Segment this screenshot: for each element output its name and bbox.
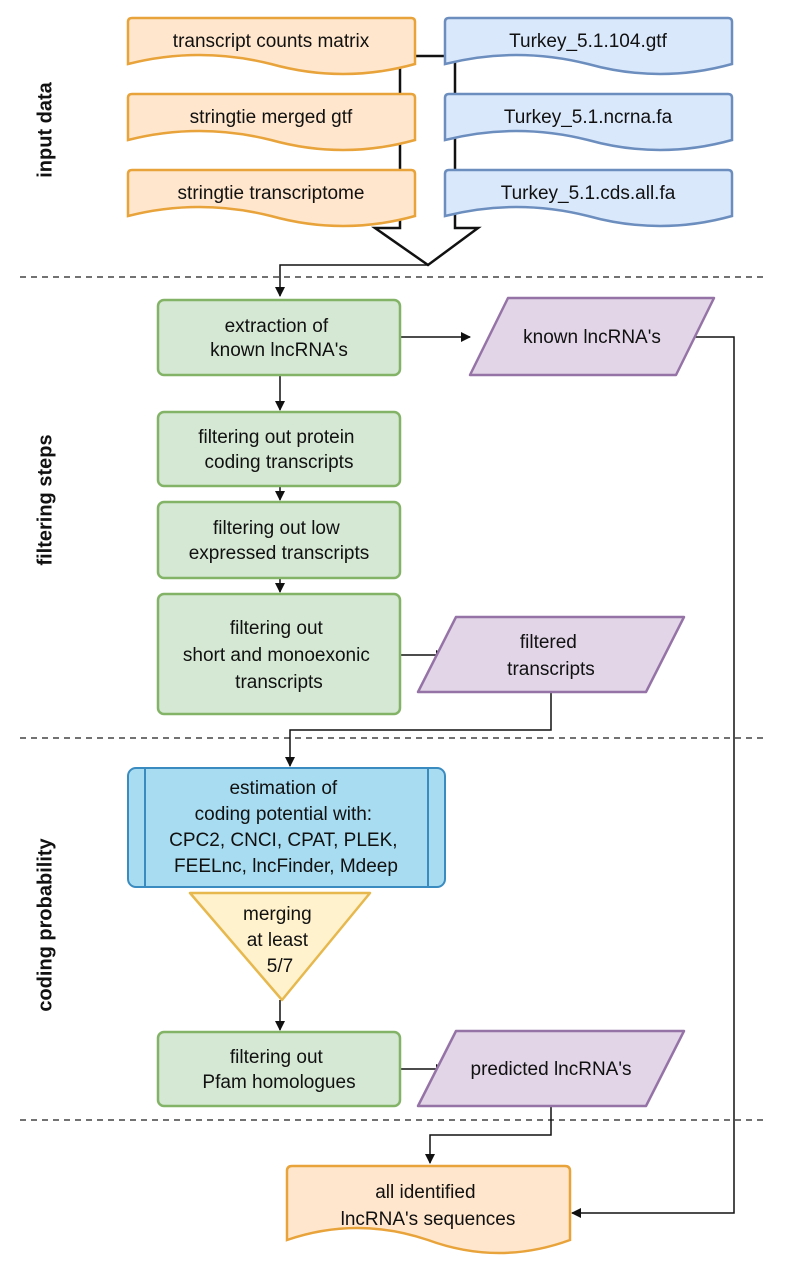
- output-known-lncrna-label: known lncRNA's: [523, 327, 661, 348]
- document-final-lncrna-label: all identified lncRNA's sequences: [341, 1182, 516, 1230]
- output-predicted-lncrna-label: predicted lncRNA's: [471, 1059, 632, 1080]
- process-low-expression-filter-label: filtering out low expressed transcripts: [189, 518, 370, 564]
- document-turkey-gtf-label: Turkey_5.1.104.gtf: [509, 31, 667, 52]
- process-protein-coding-filter: filtering out protein coding transcripts: [156, 410, 402, 488]
- process-pfam-filter-label: filtering out Pfam homologues: [202, 1047, 355, 1093]
- process-short-monoexonic-filter-label: filtering out short and monoexonic trans…: [183, 618, 375, 693]
- document-final-lncrna: all identified lncRNA's sequences: [285, 1164, 572, 1255]
- output-filtered-transcripts: filtered transcripts: [416, 615, 686, 694]
- input-bracket-left: [371, 45, 482, 267]
- process-extraction-label: extraction of known lncRNA's: [210, 316, 348, 361]
- document-turkey-cds-label: Turkey_5.1.cds.all.fa: [501, 183, 676, 204]
- section-label-input: input data: [34, 81, 56, 177]
- document-transcriptome-label: stringtie transcriptome: [178, 183, 365, 204]
- document-turkey-cds: Turkey_5.1.cds.all.fa: [443, 168, 734, 228]
- output-filtered-transcripts-label: filtered transcripts: [507, 632, 595, 680]
- merge-triangle: merging at least 5/7: [188, 891, 372, 1002]
- process-coding-potential-label: estimation of coding potential with: CPC…: [169, 778, 403, 877]
- process-low-expression-filter: filtering out low expressed transcripts: [156, 500, 402, 580]
- process-protein-coding-filter-label: filtering out protein coding transcripts: [198, 427, 360, 473]
- document-merged-gtf-label: stringtie merged gtf: [190, 107, 353, 128]
- merge-triangle-label: merging at least 5/7: [243, 904, 317, 977]
- output-predicted-lncrna: predicted lncRNA's: [416, 1029, 686, 1108]
- document-turkey-ncrna: Turkey_5.1.ncrna.fa: [443, 92, 734, 152]
- document-merged-gtf: stringtie merged gtf: [126, 92, 417, 152]
- arrow-predicted-to-final: [425, 1105, 552, 1164]
- process-pfam-filter: filtering out Pfam homologues: [156, 1030, 402, 1108]
- process-coding-potential: estimation of coding potential with: CPC…: [127, 767, 446, 888]
- document-turkey-gtf: Turkey_5.1.104.gtf: [443, 16, 734, 76]
- document-counts-matrix-label: transcript counts matrix: [173, 31, 370, 52]
- document-counts-matrix: transcript counts matrix: [126, 16, 417, 76]
- section-label-coding: coding probability: [34, 837, 56, 1011]
- output-known-lncrna: known lncRNA's: [468, 296, 716, 377]
- document-turkey-ncrna-label: Turkey_5.1.ncrna.fa: [504, 107, 673, 128]
- arrow-known-to-final: [571, 336, 735, 1218]
- arrow-inputs-to-extraction: [275, 264, 428, 297]
- process-extraction: extraction of known lncRNA's: [156, 298, 402, 377]
- section-label-filtering: filtering steps: [34, 434, 56, 565]
- process-short-monoexonic-filter: filtering out short and monoexonic trans…: [156, 592, 402, 716]
- document-transcriptome: stringtie transcriptome: [126, 168, 417, 228]
- arrow-filtered-to-estimation: [285, 692, 552, 767]
